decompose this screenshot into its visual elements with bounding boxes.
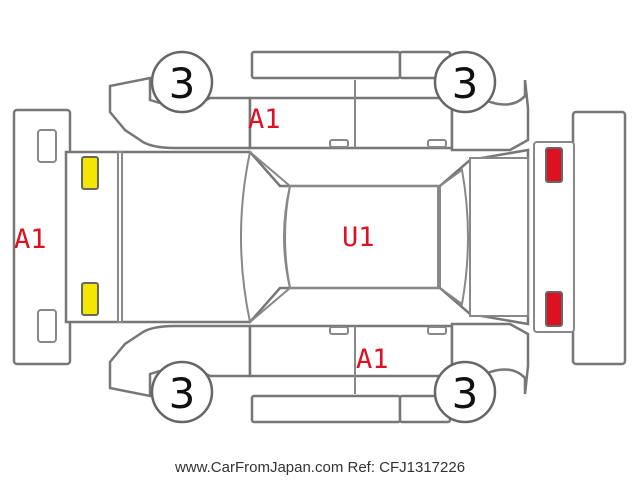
car-top-view xyxy=(64,148,530,326)
taillights xyxy=(533,141,575,333)
damage-code-lower-side: A1 xyxy=(356,344,389,375)
taillight-left-icon xyxy=(545,147,563,183)
taillight-right-icon xyxy=(545,291,563,327)
tire-rear-left: 3 xyxy=(433,50,497,114)
tire-grade-rear-left: 3 xyxy=(452,59,479,108)
tire-grade-front-right: 3 xyxy=(169,369,196,418)
headlight-right-icon xyxy=(81,282,99,316)
tire-grade-front-left: 3 xyxy=(169,59,196,108)
tire-rear-right: 3 xyxy=(433,360,497,424)
upper-body-side xyxy=(108,50,530,152)
tire-front-left: 3 xyxy=(150,50,214,114)
source-watermark: www.CarFromJapan.com Ref: CFJ1317226 xyxy=(174,459,465,476)
damage-code-upper-side: A1 xyxy=(248,104,281,135)
tire-front-right: 3 xyxy=(150,360,214,424)
damage-code-front-bumper: A1 xyxy=(14,224,47,255)
damage-code-roof: U1 xyxy=(342,222,375,253)
headlight-left-icon xyxy=(81,156,99,190)
tire-grade-rear-right: 3 xyxy=(452,369,479,418)
rear-bumper xyxy=(571,110,627,366)
headlights xyxy=(81,156,99,316)
